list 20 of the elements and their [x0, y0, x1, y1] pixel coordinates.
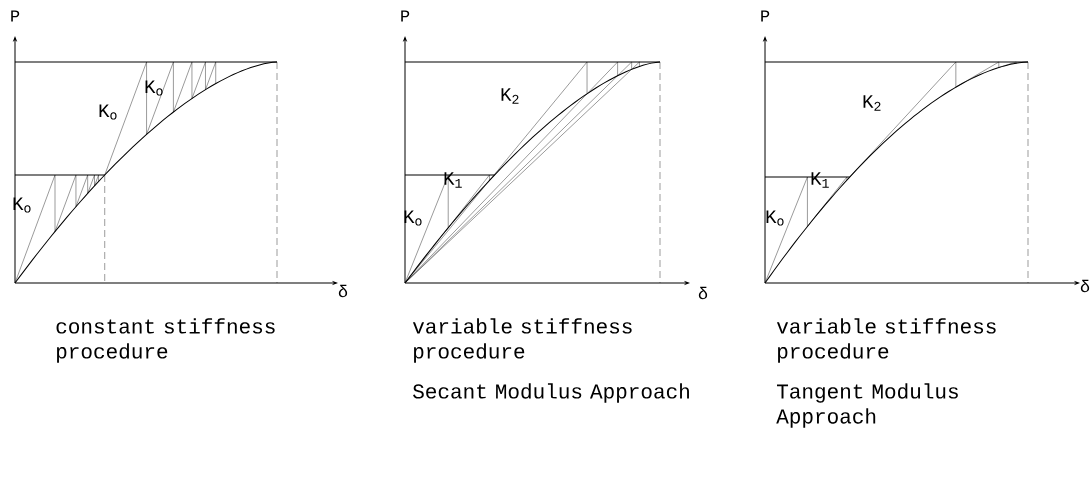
axis-label: δ — [698, 286, 708, 300]
stiffness-label: K$_{o}$ — [145, 80, 163, 96]
stiffness-label: K$_{1}$ — [811, 172, 829, 188]
stiffness-label: K$_{o}$ — [404, 210, 422, 226]
axis-label: P — [401, 10, 410, 22]
stiffness-label: K$_{2}$ — [863, 95, 881, 111]
axis-label: δ — [338, 284, 348, 298]
caption: Tangent Modulus Approach — [776, 383, 958, 428]
axis-label: P — [761, 10, 770, 22]
stiffness-label: K$_{o}$ — [99, 104, 117, 120]
stiffness-label: K$_{o}$ — [13, 197, 31, 213]
caption: variable stiffness procedure — [412, 318, 632, 363]
axis-label: P — [11, 10, 20, 22]
caption: constant stiffness procedure — [56, 318, 275, 363]
stiffness-label: K$_{o}$ — [766, 210, 784, 226]
stiffness-label: K$_{1}$ — [444, 172, 462, 188]
caption: Secant Modulus Approach — [413, 383, 689, 403]
caption: variable stiffness procedure — [776, 318, 996, 363]
stiffness-label: K$_{2}$ — [501, 88, 519, 104]
axis-label: δ — [1080, 279, 1090, 293]
